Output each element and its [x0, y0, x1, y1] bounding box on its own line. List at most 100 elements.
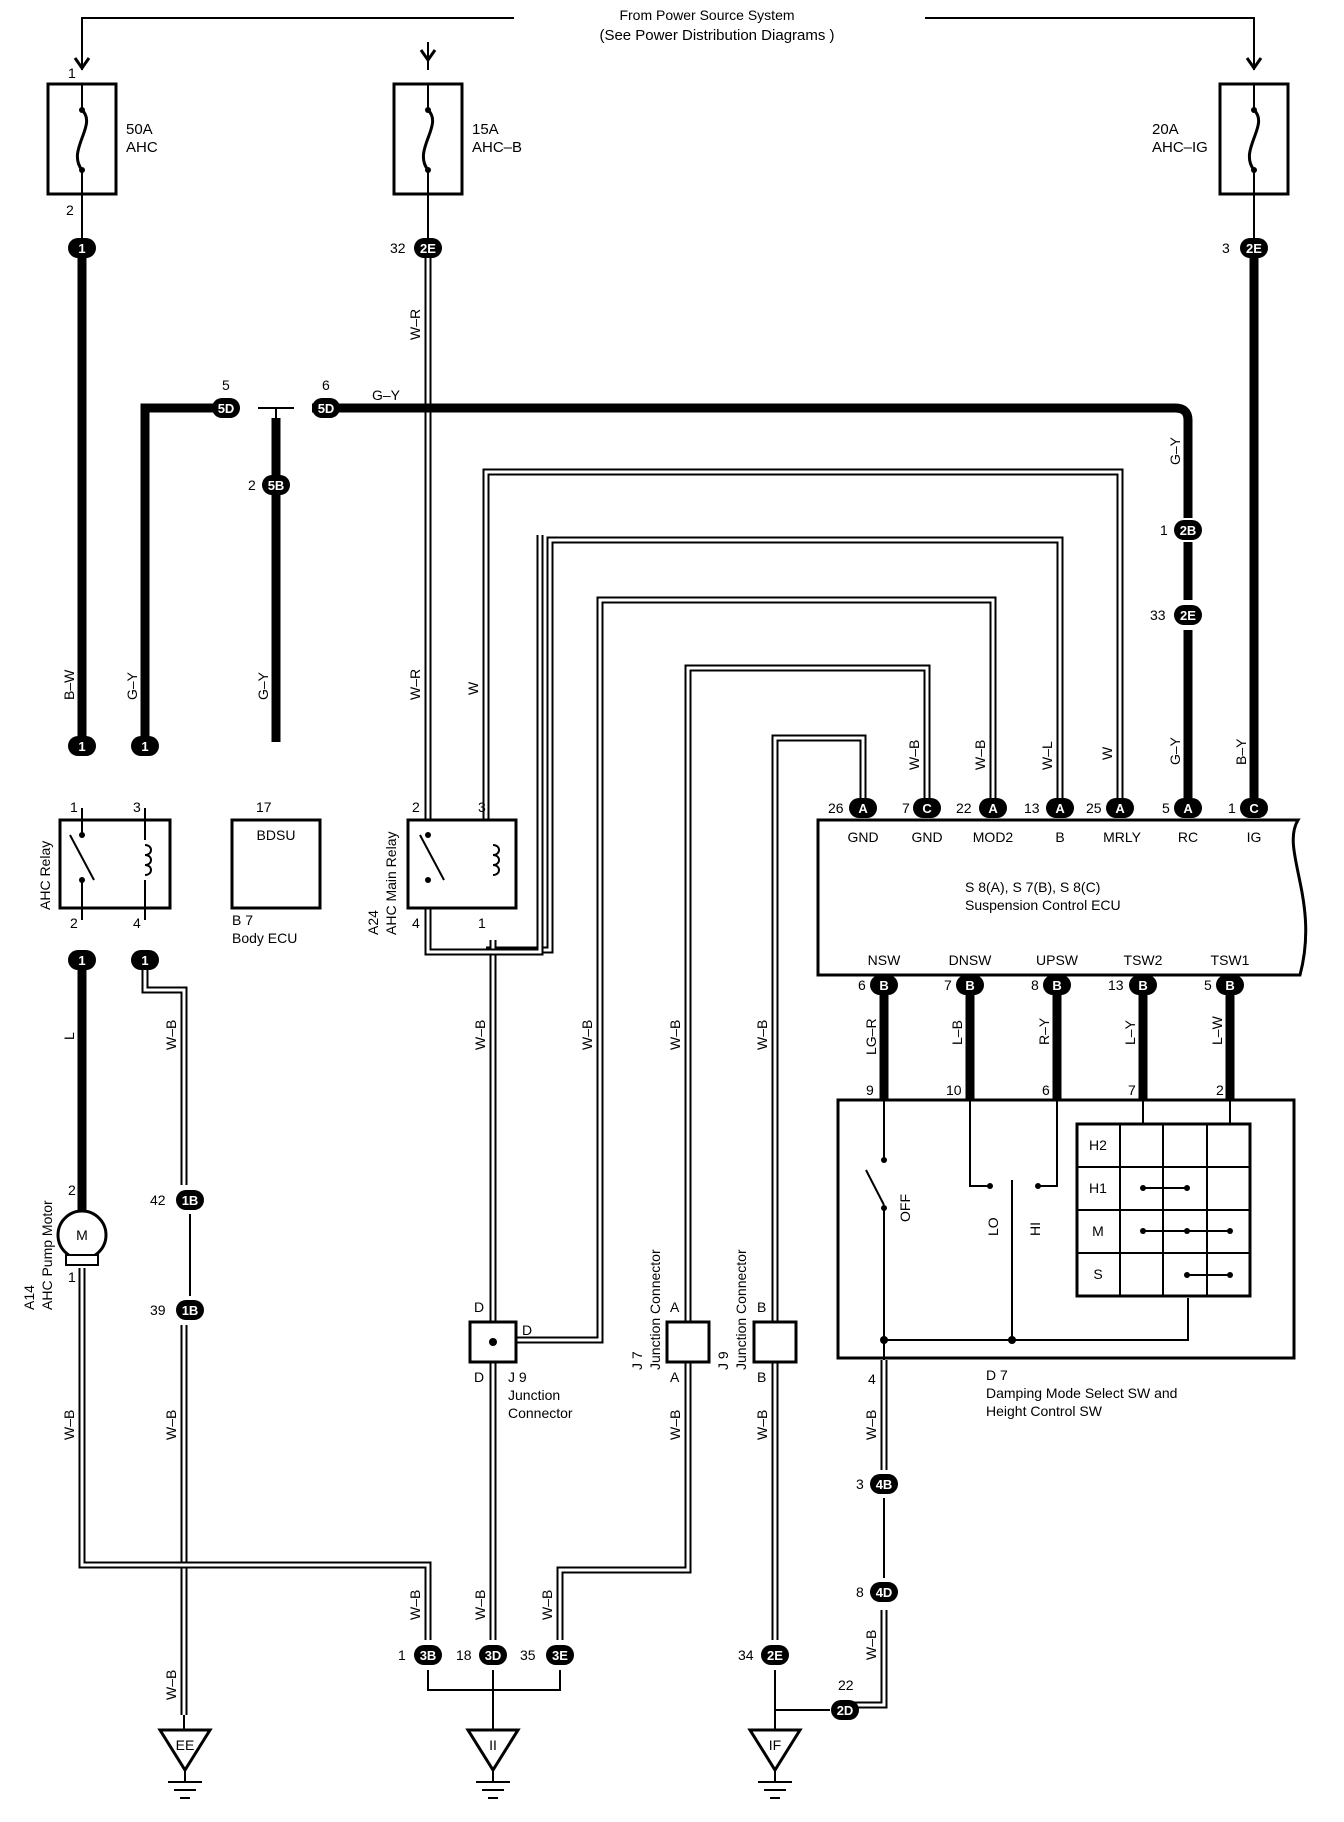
svg-text:C: C	[922, 801, 932, 816]
j9a-name1: Junction	[508, 1387, 560, 1403]
svg-text:1: 1	[78, 241, 85, 256]
connector-relay-out-r: 1	[131, 950, 159, 970]
wire-label: L–Y	[1122, 1019, 1138, 1045]
body-ecu: BDSU	[230, 818, 322, 910]
j9b-name: Junction Connector	[733, 1249, 749, 1370]
connector-1-top: 1	[68, 238, 96, 258]
pin: 2	[66, 202, 74, 218]
pin: 35	[520, 1647, 536, 1663]
pin: 17	[256, 799, 272, 815]
junction-j7	[665, 1320, 711, 1364]
pin: 13	[1108, 977, 1124, 993]
wire-wb-relay4	[141, 960, 188, 1715]
motor-symbol: M	[76, 1227, 88, 1243]
wire-label: W–B	[407, 1590, 423, 1620]
ecu-pin-22: A	[979, 798, 1007, 818]
connector-relay-out-l: 1	[68, 950, 96, 970]
pin: 4	[412, 915, 420, 931]
ecu-pin-1: C	[1240, 798, 1268, 818]
wire-gy-bus	[140, 403, 1193, 742]
connector-relay-in-r: 1	[131, 736, 159, 756]
wire-label: G–Y	[1167, 436, 1183, 465]
pin: 7	[1128, 1082, 1136, 1098]
connector-4d: 4D	[870, 1582, 898, 1602]
svg-text:B: B	[1138, 978, 1147, 993]
ground-label: IF	[769, 1737, 781, 1753]
svg-text:2E: 2E	[1180, 608, 1196, 623]
connector-2e-m: 2E	[1174, 605, 1202, 625]
pin: 2	[70, 915, 78, 931]
wire-wb-gnd26	[771, 734, 867, 1340]
fuse-15a	[392, 82, 464, 196]
wire-label: W	[1099, 746, 1115, 760]
wire-label: W–B	[472, 1590, 488, 1620]
main-relay-name: AHC Main Relay	[383, 832, 399, 935]
switch-code: D 7	[986, 1367, 1008, 1383]
wire-label: W–B	[863, 1630, 879, 1660]
ecu-pin-b5: B	[1216, 975, 1244, 995]
pin: 10	[946, 1082, 962, 1098]
body-ecu-name: Body ECU	[232, 930, 297, 946]
switch-row-s: S	[1093, 1266, 1102, 1282]
fuse-20a	[1218, 82, 1290, 196]
damping-height-switch	[836, 1098, 1296, 1360]
pin: 4	[133, 915, 141, 931]
pin: 1	[1160, 522, 1168, 538]
wire-label: LG–R	[863, 1018, 879, 1055]
pin: 3	[478, 799, 486, 815]
pin: 22	[838, 1677, 854, 1693]
wire-label: W–B	[754, 1410, 770, 1440]
wire-label: W–B	[972, 740, 988, 770]
svg-text:5D: 5D	[318, 401, 335, 416]
fuse2-amps: 15A	[472, 121, 499, 138]
ground-label: EE	[176, 1737, 195, 1753]
pin: 2	[1216, 1082, 1224, 1098]
wire-label: B–Y	[1233, 738, 1249, 765]
j9b-code: J 9	[715, 1351, 731, 1370]
wire-label: W–B	[163, 1410, 179, 1440]
wire-label: W–B	[539, 1590, 555, 1620]
connector-relay-in-l: 1	[68, 736, 96, 756]
ecu-pin-7: C	[913, 798, 941, 818]
wire-label: W–B	[906, 740, 922, 770]
junction-pin: B	[757, 1299, 766, 1315]
switch-lo: LO	[985, 1217, 1001, 1236]
switch-off: OFF	[897, 1194, 913, 1222]
connector-5d-left: 5D	[212, 398, 240, 418]
ecu-pin-b8: B	[1043, 975, 1071, 995]
ground-ee: EE	[157, 1728, 213, 1799]
body-ecu-box-label: BDSU	[257, 827, 296, 843]
wire-label: W–B	[163, 1020, 179, 1050]
power-source-line	[81, 17, 1255, 50]
connector-2e-a: 2E	[414, 238, 442, 258]
ecu-pin-b13: B	[1129, 975, 1157, 995]
ecu-bottom-label: UPSW	[1036, 952, 1079, 968]
ecu-top-label: B	[1055, 829, 1064, 845]
pin: 3	[1222, 240, 1230, 256]
wire-label: W–B	[163, 1670, 179, 1700]
switch-row-m: M	[1092, 1223, 1104, 1239]
wire-label: G–Y	[255, 671, 271, 700]
svg-text:B: B	[1225, 978, 1234, 993]
j7-code: J 7	[629, 1351, 645, 1370]
pin: 2	[248, 477, 256, 493]
header-line1: From Power Source System	[619, 7, 794, 23]
connector-2e-c: 2E	[1240, 238, 1268, 258]
pin: 1	[478, 915, 486, 931]
pin: 42	[150, 1192, 166, 1208]
wire-wb-switch	[852, 1360, 888, 1709]
svg-text:B: B	[1052, 978, 1061, 993]
ecu-top-label: MRLY	[1103, 829, 1142, 845]
pin: 6	[322, 377, 330, 393]
svg-text:2D: 2D	[837, 1703, 854, 1718]
wire-label: W	[465, 681, 481, 695]
svg-text:A: A	[1115, 801, 1125, 816]
wire-wb-j7	[556, 1360, 692, 1640]
svg-text:B: B	[965, 978, 974, 993]
ecu-top-label: GND	[847, 829, 878, 845]
connector-2e-b: 2E	[761, 1645, 789, 1665]
wire-label: W–B	[754, 1020, 770, 1050]
fuse3-name: AHC–IG	[1152, 139, 1208, 156]
pin: 4	[868, 1371, 876, 1387]
